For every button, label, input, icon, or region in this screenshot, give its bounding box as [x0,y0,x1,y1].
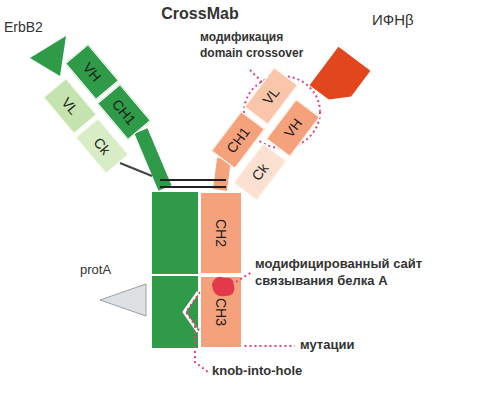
domain-label: CH2 [213,219,229,247]
hinge-bond [160,179,226,181]
callout-label: модификация domain crossover [200,30,312,61]
fusion-label: ИФНβ [372,10,472,30]
ch3-domain: CH3 [200,276,242,348]
ch2-domain: CH2 [200,192,242,274]
callout-label: мутации [300,337,420,354]
ch2-domain [152,192,198,274]
domain-label: Ck [90,134,113,157]
domain-label: VL [259,84,282,107]
diagram-title: CrossMab [0,4,400,25]
leader-line [250,70,262,82]
domain-label: VH [281,115,305,140]
domain-label: Ck [248,160,271,183]
domain-label: CH1 [223,124,253,156]
protein-a [100,284,146,316]
knob-marker [186,292,200,332]
light-chain-link [120,163,152,176]
hinge-bond [160,186,226,188]
erbb2-antigen [30,36,66,76]
heavy-chain-link [220,159,224,190]
domain-label: CH1 [109,96,139,128]
protein-label: protA [80,262,140,279]
domain-label: VL [58,94,81,117]
antigen-label: ErbB2 [4,18,74,36]
callout-label: модифицированный сайт связывания белка А [255,256,481,290]
callout-label: knob-into-hole [212,363,382,380]
domain-label: CH3 [213,298,229,326]
domain-label: VH [80,59,105,84]
ch3-domain [152,276,198,348]
